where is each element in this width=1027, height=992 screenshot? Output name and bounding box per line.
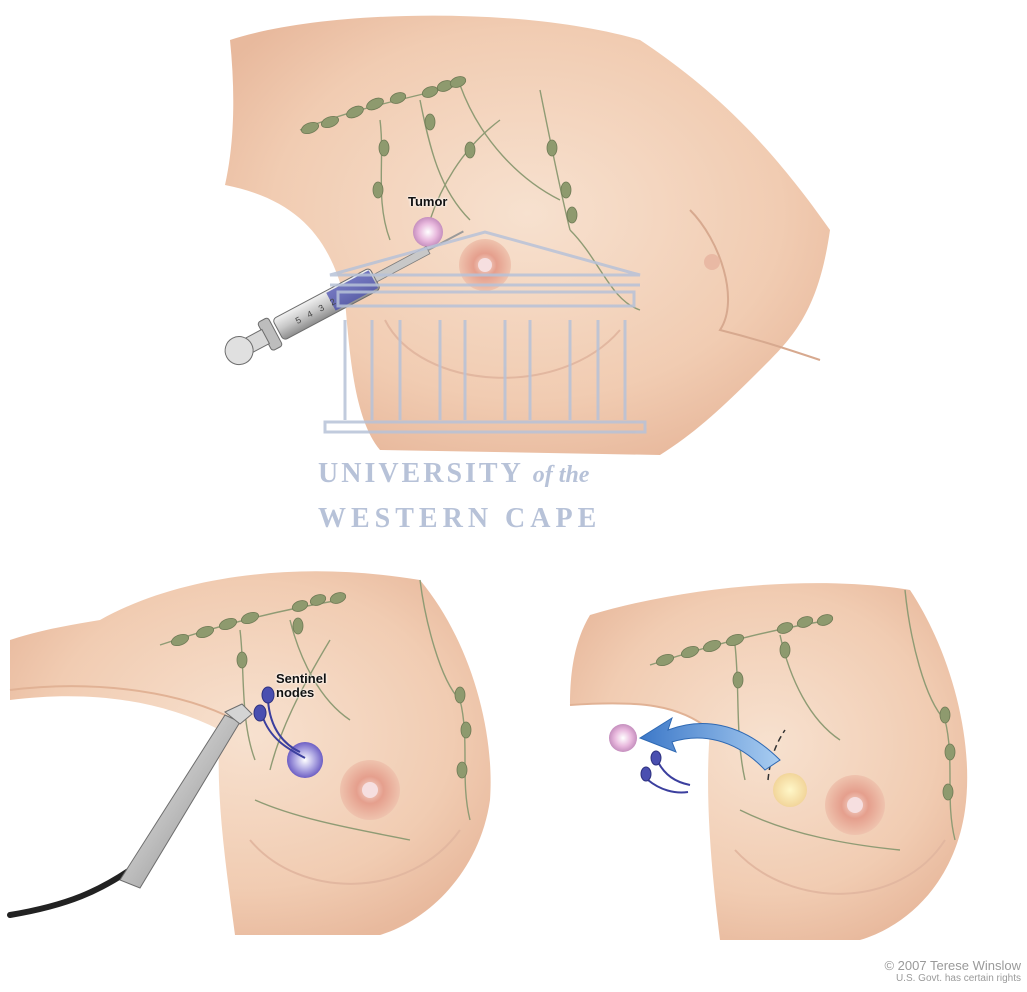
tumor-top bbox=[413, 217, 443, 247]
nipple-bottom-right bbox=[847, 797, 863, 813]
panel-node-removal bbox=[570, 583, 967, 940]
nipple-top bbox=[478, 258, 492, 272]
tumor-label: Tumor bbox=[408, 195, 447, 209]
right-nipple bbox=[704, 254, 720, 270]
watermark-line1: UNIVERSITY of the bbox=[318, 458, 589, 490]
sentinel-node-1 bbox=[262, 687, 274, 703]
credit-line1: © 2007 Terese Winslow bbox=[884, 958, 1021, 973]
copyright-credit: © 2007 Terese Winslow U.S. Govt. has cer… bbox=[884, 958, 1021, 984]
watermark-line2: WESTERN CAPE bbox=[318, 503, 601, 535]
sentinel-nodes-label: Sentinel nodes bbox=[276, 672, 327, 701]
removed-tumor bbox=[609, 724, 637, 752]
watermark-university: UNIVERSITY bbox=[318, 458, 523, 489]
nipple-bottom-left bbox=[362, 782, 378, 798]
torso-bottom-left bbox=[10, 571, 491, 935]
probe-cable bbox=[10, 870, 130, 915]
torso-top bbox=[225, 16, 830, 455]
panel-injection: 5 4 3 2 bbox=[219, 16, 830, 455]
sentinel-label-line2: nodes bbox=[276, 686, 327, 700]
credit-line2: U.S. Govt. has certain rights bbox=[884, 973, 1021, 984]
panel-sentinel-detection bbox=[10, 571, 491, 935]
watermark-of-the: of the bbox=[533, 462, 590, 488]
removed-sentinel-nodes bbox=[641, 751, 690, 793]
gamma-probe bbox=[10, 704, 252, 915]
sentinel-node-2 bbox=[254, 705, 266, 721]
excision-site bbox=[773, 773, 807, 807]
